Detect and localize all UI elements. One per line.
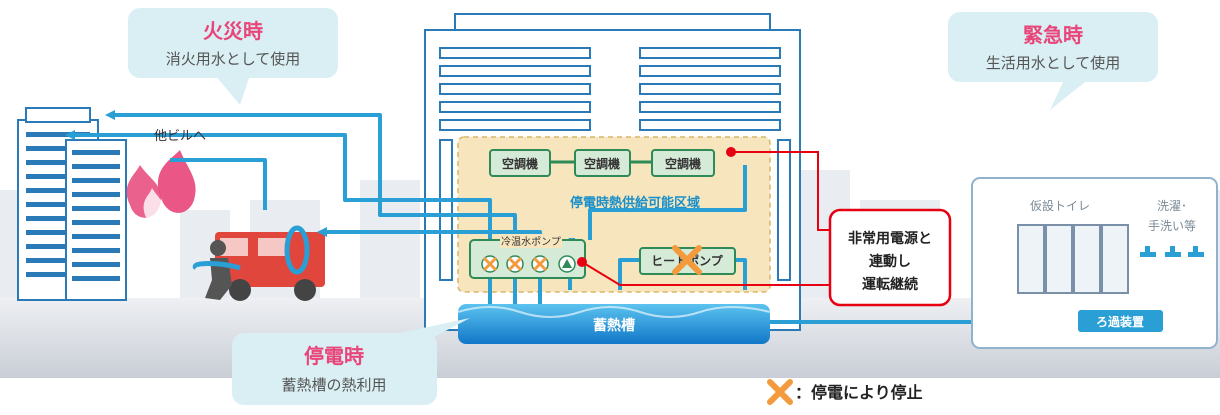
pump-stopped-icon bbox=[531, 255, 549, 273]
hvac-unit-3: 空調機 bbox=[651, 149, 715, 177]
legend: ：停電により停止 bbox=[767, 379, 923, 405]
filter-device bbox=[1078, 310, 1163, 332]
fire-callout: 火災時 消火用水として使用 bbox=[128, 8, 338, 105]
hvac-unit-label: 空調機 bbox=[665, 156, 701, 171]
hvac-unit-2: 空調機 bbox=[574, 149, 631, 177]
fire-callout-title: 火災時 bbox=[203, 19, 263, 43]
outage-callout: 停電時 蓄熱槽の熱利用 bbox=[232, 318, 470, 405]
heat-zone-label: 停電時熱供給可能区域 bbox=[570, 195, 700, 211]
firefighter-figure bbox=[192, 240, 241, 300]
pump-stopped-icon bbox=[506, 255, 524, 273]
emergency-power-box: 非常用電源と 連動し 運転継続 bbox=[828, 208, 952, 307]
stop-x-icon bbox=[672, 245, 702, 275]
apartment-buildings bbox=[17, 107, 127, 301]
fire-truck bbox=[215, 225, 325, 301]
storage-tank-label: 蓄熱槽 bbox=[593, 317, 635, 334]
power-box-line-1: 非常用電源と bbox=[848, 230, 932, 247]
power-box-line-2: 連動し bbox=[869, 253, 911, 270]
heat-pump-unit: ヒートポンプ bbox=[639, 245, 736, 275]
pump-group-label: 冷温水ポンプ bbox=[501, 235, 561, 248]
temporary-toilet-icon bbox=[1017, 224, 1129, 294]
pump-running-icon bbox=[558, 255, 576, 273]
emergency-callout: 緊急時 生活用水として使用 bbox=[948, 12, 1158, 110]
legend-text: ：停電により停止 bbox=[795, 383, 923, 402]
emergency-callout-subtitle: 生活用水として使用 bbox=[986, 54, 1121, 72]
flame-icon bbox=[126, 150, 196, 222]
toilet-label: 仮設トイレ bbox=[1030, 198, 1090, 213]
hvac-unit-label: 空調機 bbox=[502, 156, 538, 171]
emergency-power-lines bbox=[581, 151, 830, 286]
stop-x-icon bbox=[767, 379, 793, 405]
outage-callout-title: 停電時 bbox=[304, 344, 364, 368]
hvac-unit-label: 空調機 bbox=[584, 156, 620, 171]
faucet-icon bbox=[1140, 246, 1204, 257]
power-node bbox=[577, 257, 587, 267]
pump-group: 冷温水ポンプ bbox=[469, 234, 586, 279]
fire-callout-subtitle: 消火用水として使用 bbox=[166, 50, 301, 68]
wash-label-line-2: 手洗い等 bbox=[1148, 219, 1196, 233]
power-node bbox=[726, 147, 736, 157]
hvac-unit-1: 空調機 bbox=[489, 149, 551, 177]
outage-callout-subtitle: 蓄熱槽の熱利用 bbox=[281, 376, 386, 394]
wash-label-line-1: 洗濯･ bbox=[1157, 199, 1187, 213]
emergency-facility-panel: 仮設トイレ 洗濯･ 手洗い等 ろ過装置 bbox=[971, 177, 1218, 349]
pump-stopped-icon bbox=[481, 255, 499, 273]
other-building-label: 他ビルへ bbox=[154, 129, 206, 144]
storage-tank: 蓄熱槽 bbox=[457, 304, 771, 344]
power-box-line-3: 運転継続 bbox=[862, 276, 918, 293]
filter-label: ろ過装置 bbox=[1096, 314, 1144, 329]
emergency-callout-title: 緊急時 bbox=[1023, 23, 1083, 47]
